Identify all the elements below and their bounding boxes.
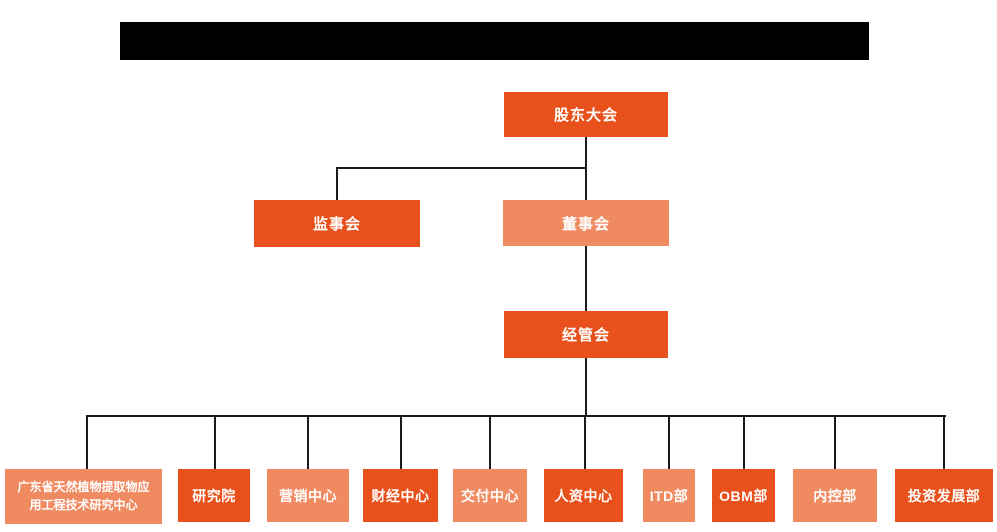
org-node-delivery-center: 交付中心	[453, 469, 527, 522]
org-node-itd-department: ITD部	[643, 469, 695, 522]
connector-dept-drop	[584, 415, 586, 469]
connector-dept-drop	[307, 415, 309, 469]
org-node-supervisory-board: 监事会	[254, 200, 420, 247]
connector-dept-drop	[743, 415, 745, 469]
connector-supervisory-drop	[336, 167, 338, 200]
org-node-research-institute: 研究院	[178, 469, 250, 522]
connector-dept-drop	[400, 415, 402, 469]
org-node-internal-control-department: 内控部	[793, 469, 877, 522]
org-node-management-committee: 经管会	[504, 311, 668, 358]
org-node-shareholders-meeting: 股东大会	[504, 92, 668, 137]
org-node-investment-development-department: 投资发展部	[895, 469, 993, 522]
connector-dept-drop	[943, 415, 945, 469]
org-node-board-of-directors: 董事会	[503, 200, 669, 246]
org-node-hr-center: 人资中心	[544, 469, 623, 522]
redacted-title-bar	[120, 22, 869, 60]
org-node-obm-department: OBM部	[712, 469, 775, 522]
org-node-research-center: 广东省天然植物提取物应 用工程技术研究中心	[5, 469, 162, 524]
connector-branch-horizontal	[336, 167, 587, 169]
connector-dept-drop	[489, 415, 491, 469]
connector-board-management	[585, 246, 587, 311]
org-node-finance-center: 财经中心	[363, 469, 438, 522]
org-node-marketing-center: 营销中心	[267, 469, 349, 522]
connector-dept-drop	[834, 415, 836, 469]
connector-dept-drop	[668, 415, 670, 469]
connector-management-rail	[585, 358, 587, 416]
connector-dept-drop	[86, 415, 88, 469]
connector-dept-drop	[214, 415, 216, 469]
connector-departments-rail	[86, 415, 946, 417]
